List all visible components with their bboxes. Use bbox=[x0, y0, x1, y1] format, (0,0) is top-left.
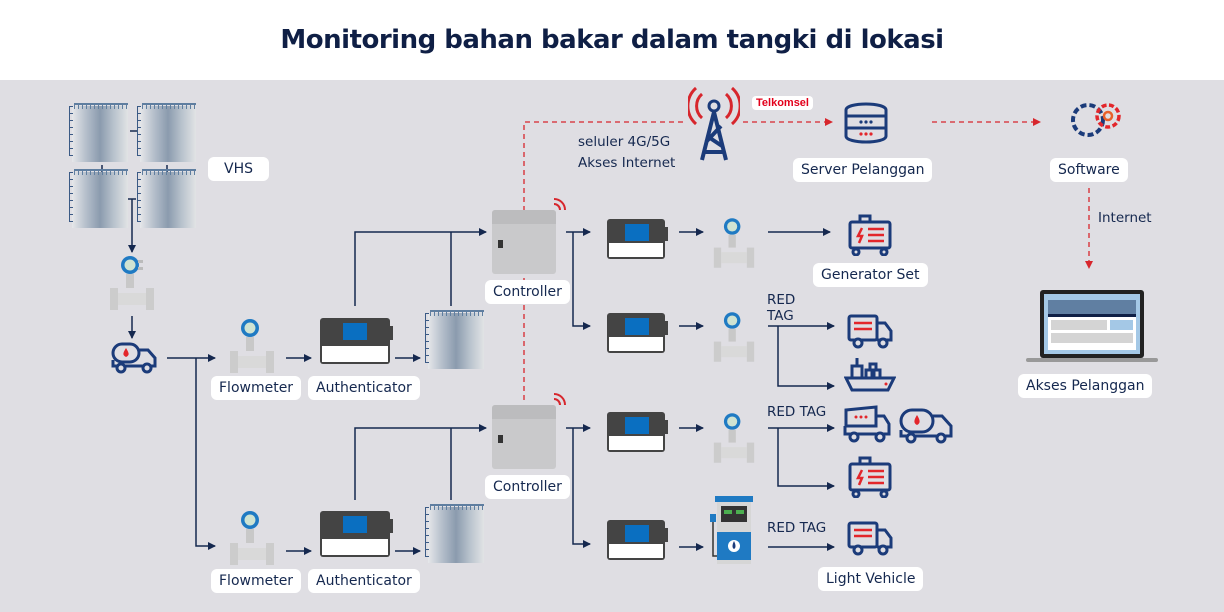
generator-set-label: Generator Set bbox=[813, 263, 928, 287]
authenticator-device-icon bbox=[320, 511, 393, 557]
generator-icon bbox=[848, 456, 892, 498]
arrow-to-controller2 bbox=[354, 424, 487, 500]
red-tag-annotation: RED TAG bbox=[767, 520, 827, 536]
controller-box-icon bbox=[492, 210, 556, 274]
red-tag-annotation: RED TAG bbox=[767, 404, 827, 420]
laptop-icon bbox=[1026, 290, 1158, 362]
authenticator-device-icon bbox=[607, 313, 668, 353]
ship-icon bbox=[844, 358, 896, 392]
wireless-signal-icon bbox=[553, 198, 566, 211]
flowmeter-label: Flowmeter bbox=[211, 376, 302, 400]
truck-icon bbox=[847, 314, 893, 349]
controller-label: Controller bbox=[485, 475, 570, 499]
storage-tank-icon bbox=[425, 310, 484, 369]
fuel-truck-icon bbox=[111, 342, 157, 374]
authenticator-label: Authenticator bbox=[308, 569, 420, 593]
light-vehicle-label: Light Vehicle bbox=[818, 567, 924, 591]
controller-box-icon bbox=[492, 405, 556, 469]
wireless-signal-icon bbox=[553, 393, 566, 406]
fuel-truck-icon bbox=[899, 408, 953, 444]
cellular-annotation: seluler 4G/5G bbox=[578, 134, 671, 150]
fuel-dispenser-icon bbox=[710, 496, 753, 564]
internet-annotation: Internet bbox=[1098, 210, 1152, 226]
dashed-cellular-link bbox=[523, 121, 683, 400]
flowmeter-icon bbox=[230, 319, 274, 373]
software-label: Software bbox=[1050, 158, 1128, 182]
storage-tank-icon bbox=[69, 169, 128, 228]
vhs-label: VHS bbox=[208, 157, 269, 181]
page-title: Monitoring bahan bakar dalam tangki di l… bbox=[280, 25, 944, 55]
authenticator-device-icon bbox=[607, 520, 668, 560]
arrow-to-controller1 bbox=[354, 228, 487, 306]
truck-icon bbox=[847, 521, 893, 556]
internet-access-annotation: Akses Internet bbox=[578, 155, 676, 171]
database-server-icon bbox=[844, 102, 888, 144]
telkomsel-badge: Telkomsel bbox=[752, 96, 813, 110]
flowmeter-icon bbox=[713, 218, 755, 268]
server-label: Server Pelanggan bbox=[793, 158, 933, 182]
cell-tower-icon bbox=[688, 86, 740, 161]
customer-access-label: Akses Pelanggan bbox=[1018, 374, 1153, 398]
controller-label: Controller bbox=[485, 280, 570, 304]
dump-truck-icon bbox=[843, 405, 891, 443]
storage-tank-icon bbox=[137, 103, 196, 162]
flowmeter-icon bbox=[713, 312, 755, 362]
generator-icon bbox=[848, 214, 892, 256]
storage-tank-icon bbox=[69, 103, 128, 162]
arrow-truck-to-flowmeter2 bbox=[195, 358, 216, 550]
storage-tank-icon bbox=[137, 169, 196, 228]
flowmeter-icon bbox=[230, 511, 274, 565]
authenticator-label: Authenticator bbox=[308, 376, 420, 400]
flowmeter-icon bbox=[110, 256, 154, 310]
gears-icon bbox=[1071, 103, 1121, 137]
authenticator-device-icon bbox=[607, 412, 668, 452]
authenticator-device-icon bbox=[320, 318, 393, 364]
storage-tank-icon bbox=[425, 504, 484, 563]
authenticator-device-icon bbox=[607, 219, 668, 259]
flowmeter-icon bbox=[713, 413, 755, 463]
flowmeter-label: Flowmeter bbox=[211, 569, 302, 593]
